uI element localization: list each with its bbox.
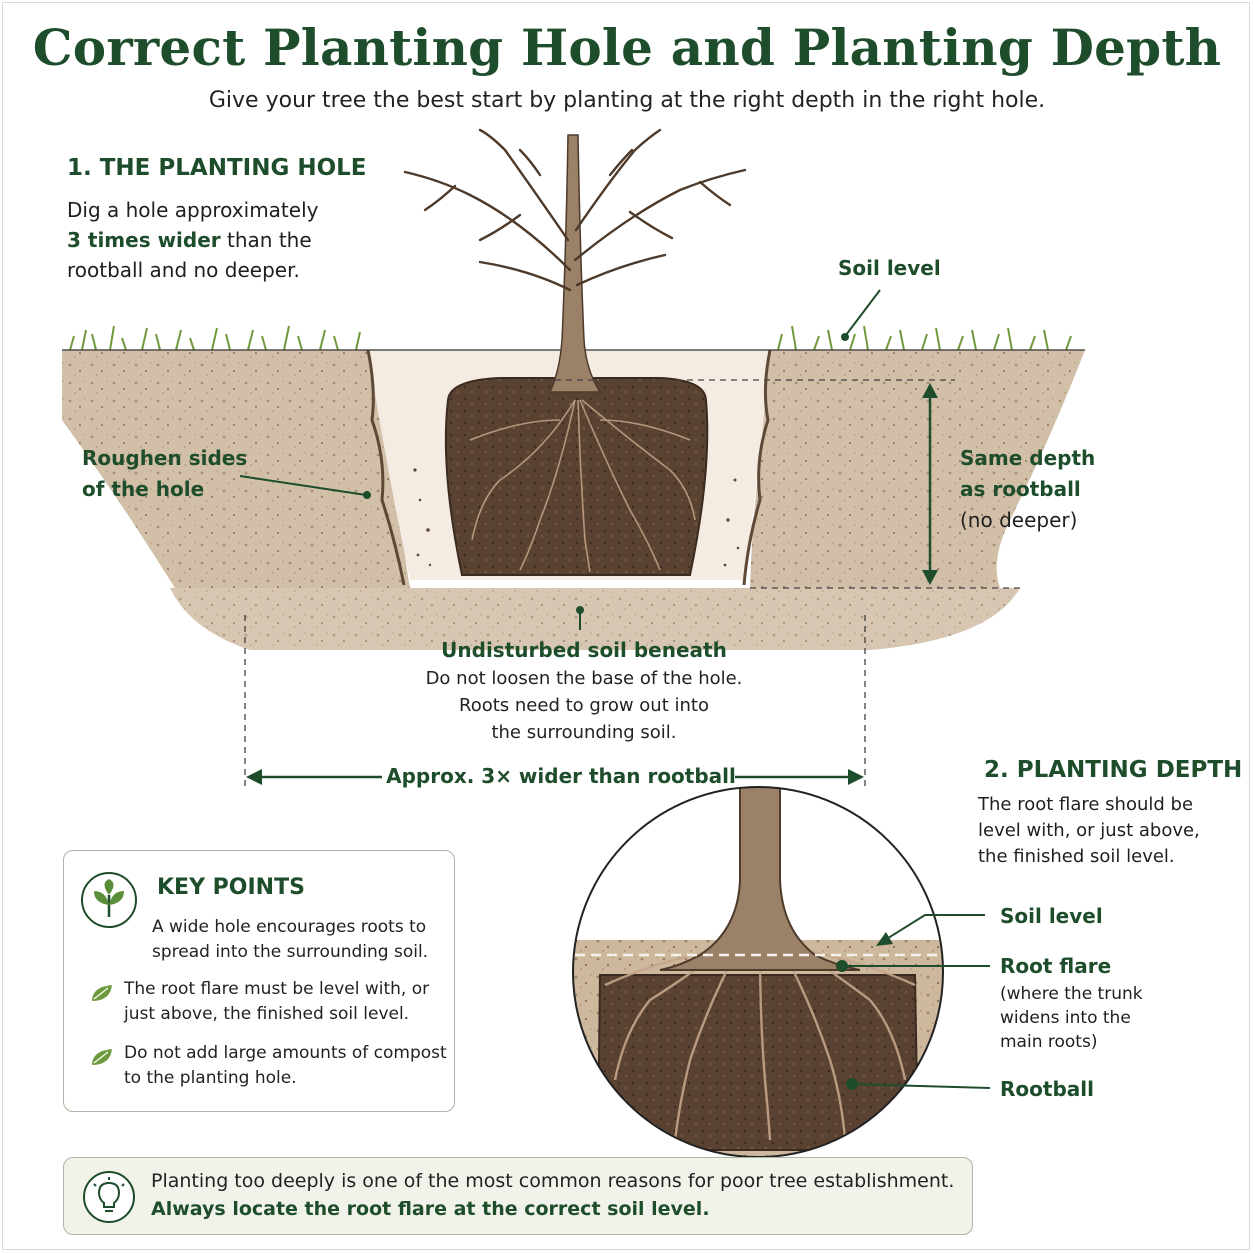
section1-line-c: rootball and no deeper. — [67, 258, 300, 282]
section1-line-a: Dig a hole approximately — [67, 198, 319, 222]
depth-arrow-bottom — [922, 570, 938, 585]
soil-right-bank — [750, 350, 1085, 588]
section2-line-1: The root flare should be — [978, 794, 1194, 815]
rootball — [444, 377, 709, 576]
tree-trunk — [548, 134, 602, 393]
key-point-2-line-a: The root flare must be level with, or — [124, 979, 430, 999]
key-points-heading: KEY POINTS — [157, 875, 305, 900]
key-point-2: The root flare must be level with, or ju… — [124, 977, 429, 1027]
root-flare-description: (where the trunk widens into the main ro… — [1000, 982, 1143, 1054]
detail-soil-level-label: Soil level — [1000, 904, 1103, 928]
flare-line-1: (where the trunk — [1000, 984, 1143, 1004]
page-subtitle: Give your tree the best start by plantin… — [208, 88, 1046, 113]
page-title: Correct Planting Hole and Planting Depth — [32, 18, 1222, 77]
width-label: Approx. 3× wider than rootball — [386, 764, 736, 788]
leaf-bullet-icon — [92, 1049, 112, 1065]
key-point-3-line-a: Do not add large amounts of compost — [124, 1043, 447, 1063]
detail-trunk — [659, 787, 861, 971]
section2-line-3: the finished soil level. — [978, 846, 1175, 867]
soil-level-label: Soil level — [838, 256, 941, 280]
lightbulb-icon — [83, 1171, 135, 1223]
depth-arrow-top — [922, 383, 938, 398]
flare-line-3: main roots) — [1000, 1032, 1098, 1052]
width-arrow-left — [246, 769, 262, 785]
section2-heading: 2. PLANTING DEPTH — [984, 757, 1243, 783]
rootball-label: Rootball — [1000, 1077, 1094, 1101]
key-point-3: Do not add large amounts of compost to t… — [124, 1041, 447, 1091]
depth-line-3: (no deeper) — [960, 508, 1078, 532]
undisturbed-line-2: Roots need to grow out into — [459, 695, 709, 716]
tree-branches — [403, 128, 747, 292]
grass-right — [777, 325, 1072, 351]
key-point-1-line-b: spread into the surrounding soil. — [152, 942, 429, 962]
detail-soil-leader — [884, 914, 985, 941]
section1-line-b: than the — [220, 228, 312, 252]
plant-icon — [81, 872, 137, 928]
roughen-sides-label: Roughen sides of the hole — [82, 443, 247, 505]
roughen-leader — [239, 475, 367, 496]
same-depth-label: Same depth as rootball (no deeper) — [960, 443, 1095, 536]
soil-level-leader — [845, 289, 881, 336]
undisturbed-note: Undisturbed soil beneath Do not loosen t… — [384, 637, 784, 746]
tip-line-1: Planting too deeply is one of the most c… — [151, 1170, 955, 1192]
root-flare-label: Root flare — [1000, 954, 1112, 978]
key-point-1: A wide hole encourages roots to spread i… — [152, 915, 428, 965]
key-points-box: KEY POINTS A wide hole encourages roots … — [63, 850, 455, 1112]
grass-left — [69, 325, 361, 351]
section2-line-2: level with, or just above, — [978, 820, 1200, 841]
section1-text: Dig a hole approximately 3 times wider t… — [67, 195, 367, 285]
undisturbed-line-1: Do not loosen the base of the hole. — [425, 668, 743, 689]
soil-left-bank — [62, 350, 410, 588]
tip-box: Planting too deeply is one of the most c… — [63, 1157, 973, 1235]
width-arrow-right — [848, 769, 864, 785]
depth-line-1: Same depth — [960, 446, 1096, 470]
leaf-bullet-icon — [92, 985, 112, 1001]
detail-rootball-leader — [851, 1083, 991, 1089]
roughen-line-2: of the hole — [82, 477, 205, 501]
section1-emphasis: 3 times wider — [67, 228, 221, 252]
soil-base — [170, 588, 1020, 650]
roots — [469, 399, 696, 573]
section1-heading: 1. THE PLANTING HOLE — [67, 155, 367, 181]
depth-line-2: as rootball — [960, 477, 1081, 501]
undisturbed-title: Undisturbed soil beneath — [441, 638, 727, 662]
roughen-line-1: Roughen sides — [82, 446, 248, 470]
flare-line-2: widens into the — [1000, 1008, 1131, 1028]
undisturbed-line-3: the surrounding soil. — [491, 722, 677, 743]
key-point-3-line-b: to the planting hole. — [124, 1068, 297, 1088]
tip-line-2: Always locate the root flare at the corr… — [151, 1198, 710, 1220]
key-point-2-line-b: just above, the finished soil level. — [124, 1004, 410, 1024]
key-point-1-line-a: A wide hole encourages roots to — [152, 917, 427, 937]
section2-text: The root flare should be level with, or … — [978, 792, 1200, 870]
